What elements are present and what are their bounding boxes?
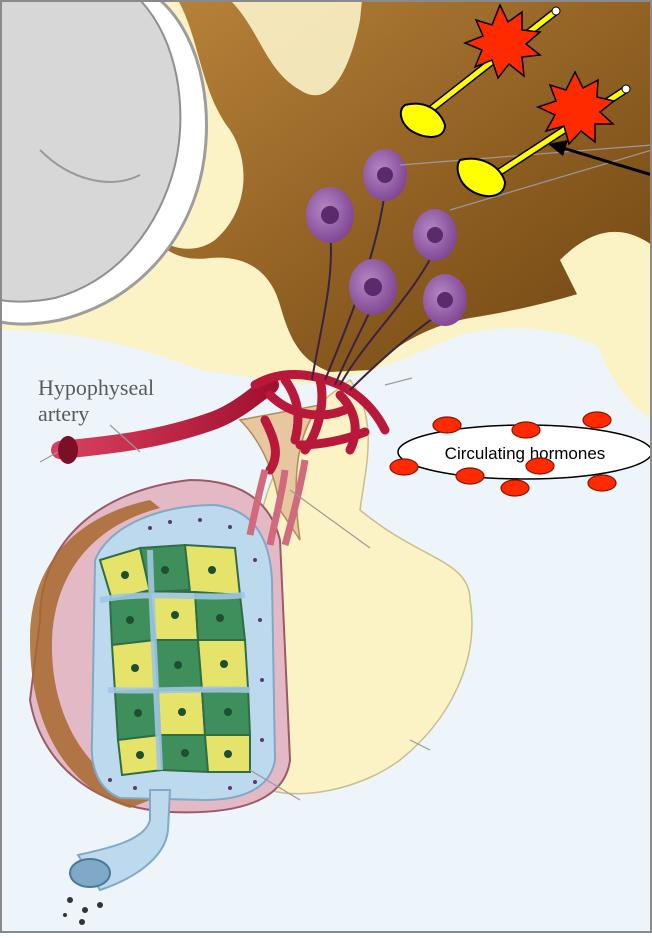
circulating-hormones-label: Circulating hormones: [445, 444, 606, 463]
hypophyseal-label-line2: artery: [38, 401, 89, 426]
endocrine-cells: [100, 545, 250, 775]
vein-opening: [70, 859, 110, 887]
artery-opening: [58, 436, 78, 464]
hypophyseal-label-line1: Hypophyseal: [38, 375, 154, 400]
